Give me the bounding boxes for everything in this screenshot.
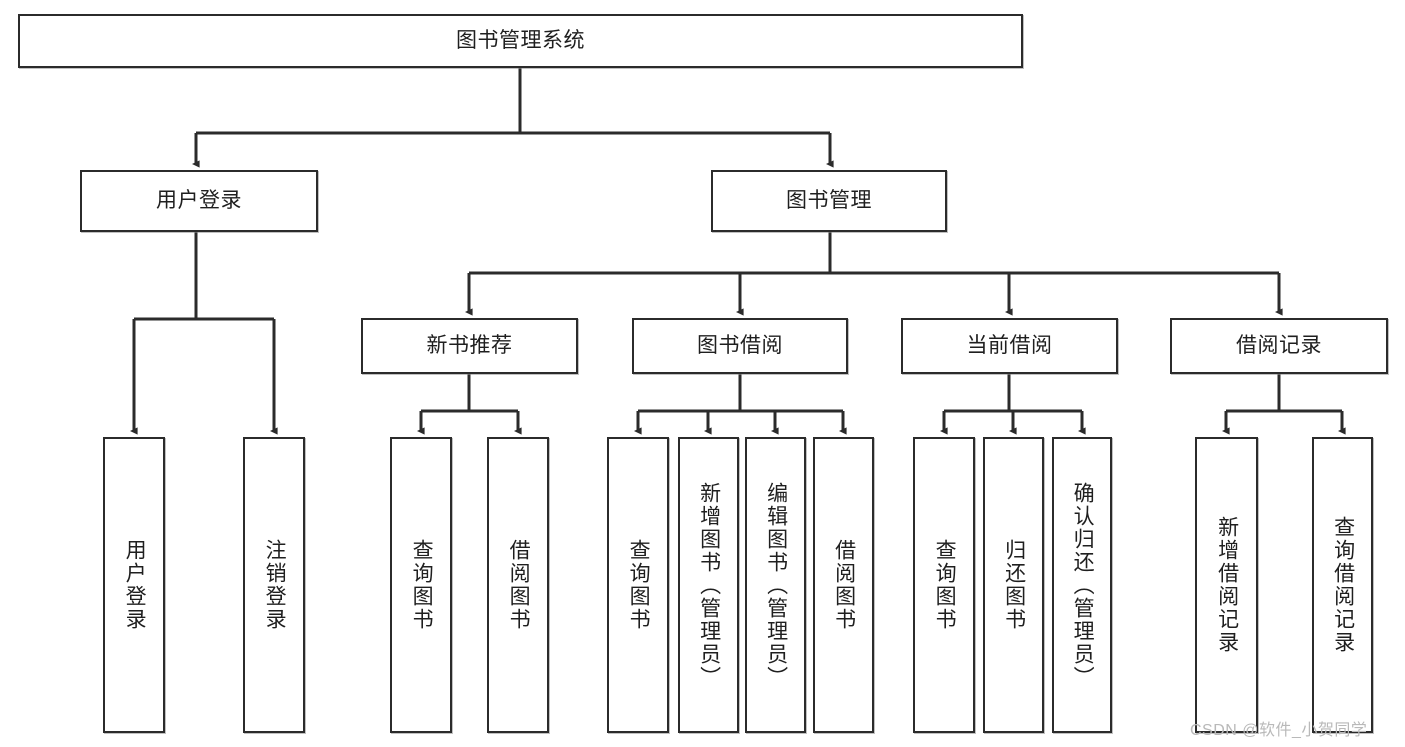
node-book-borrow[interactable]: 图书借阅 — [632, 318, 848, 374]
node-br-query-record-label: 查询借阅记录 — [1331, 516, 1355, 654]
node-new-book-recommend-label: 新书推荐 — [426, 333, 513, 357]
node-bb-edit-book[interactable]: 编辑图书（管理员） — [745, 437, 806, 733]
node-book-borrow-label: 图书借阅 — [697, 333, 783, 357]
node-bb-add-book-label: 新增图书（管理员） — [697, 481, 721, 689]
node-user-logout[interactable]: 注销登录 — [243, 437, 305, 733]
node-bb-query-book[interactable]: 查询图书 — [607, 437, 669, 733]
node-cb-confirm-return-label: 确认归还（管理员） — [1071, 481, 1095, 689]
node-root[interactable]: 图书管理系统 — [18, 14, 1023, 68]
node-book-management[interactable]: 图书管理 — [711, 170, 947, 232]
node-user-login-label: 用户登录 — [156, 188, 242, 212]
node-root-label: 图书管理系统 — [456, 28, 585, 52]
node-nbr-borrow-book-label: 借阅图书 — [507, 539, 531, 631]
node-nbr-borrow-book[interactable]: 借阅图书 — [487, 437, 549, 733]
node-cb-return-book[interactable]: 归还图书 — [983, 437, 1044, 733]
node-borrow-records[interactable]: 借阅记录 — [1170, 318, 1388, 374]
node-nbr-query-book[interactable]: 查询图书 — [390, 437, 452, 733]
node-new-book-recommend[interactable]: 新书推荐 — [361, 318, 578, 374]
node-cb-return-book-label: 归还图书 — [1002, 539, 1026, 631]
node-bb-borrow-book-label: 借阅图书 — [832, 539, 856, 631]
node-cb-query-book[interactable]: 查询图书 — [913, 437, 975, 733]
csdn-watermark: CSDN @软件_小贺同学 — [1190, 722, 1368, 739]
node-current-borrow[interactable]: 当前借阅 — [901, 318, 1118, 374]
node-cb-query-book-label: 查询图书 — [933, 539, 957, 631]
node-book-management-label: 图书管理 — [786, 188, 872, 212]
node-nbr-query-book-label: 查询图书 — [410, 539, 434, 631]
node-br-add-record[interactable]: 新增借阅记录 — [1195, 437, 1258, 733]
node-bb-edit-book-label: 编辑图书（管理员） — [764, 481, 788, 689]
node-bb-query-book-label: 查询图书 — [627, 539, 651, 631]
node-bb-borrow-book[interactable]: 借阅图书 — [813, 437, 874, 733]
node-bb-add-book[interactable]: 新增图书（管理员） — [678, 437, 739, 733]
node-user-login[interactable]: 用户登录 — [80, 170, 318, 232]
node-cb-confirm-return[interactable]: 确认归还（管理员） — [1052, 437, 1112, 733]
node-user-login-do[interactable]: 用户登录 — [103, 437, 165, 733]
node-user-login-do-label: 用户登录 — [123, 539, 147, 631]
node-br-query-record[interactable]: 查询借阅记录 — [1312, 437, 1373, 733]
node-br-add-record-label: 新增借阅记录 — [1215, 516, 1239, 654]
node-borrow-records-label: 借阅记录 — [1236, 333, 1322, 357]
node-user-logout-label: 注销登录 — [263, 539, 287, 631]
node-current-borrow-label: 当前借阅 — [966, 333, 1053, 357]
